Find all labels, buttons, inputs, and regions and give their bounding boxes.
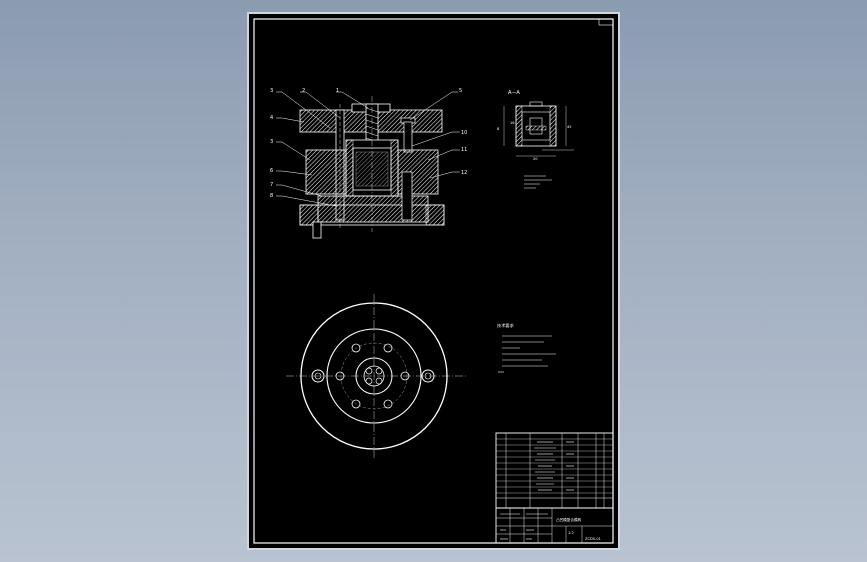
part-label-2: 2	[302, 88, 305, 94]
detail-note	[524, 175, 552, 189]
part-label-3: 3	[270, 88, 273, 94]
part-label-12: 12	[461, 170, 467, 176]
detail-title: A—A	[508, 90, 520, 96]
sheet-inner-frame	[253, 18, 614, 544]
plan-view	[286, 294, 466, 460]
part-detail-view: A—A 8 45 20 16	[497, 90, 574, 161]
title-block-scale: 1:2	[568, 531, 574, 535]
part-labels: 3 2 1 5 4 10 3 11 6 12 7 8	[270, 88, 467, 199]
part-label-7: 7	[270, 182, 273, 188]
part-label-1: 1	[336, 88, 339, 94]
title-block	[495, 432, 614, 544]
part-label-5: 5	[459, 88, 462, 94]
part-label-10: 10	[461, 130, 467, 136]
part-label-4: 4	[270, 115, 273, 121]
detail-dim-2: 45	[567, 125, 572, 129]
technical-notes: 技术要求	[497, 322, 556, 373]
title-block-drawing-no: ZCDS-01	[585, 537, 601, 541]
title-block-drawing-title: 凸凹模复合模具	[556, 517, 582, 522]
part-leaders	[276, 91, 460, 207]
title-block-text: 1:2 凸凹模复合模具 ZCDS-01	[556, 517, 601, 541]
part-label-8: 8	[270, 193, 273, 199]
detail-dim-4: 16	[510, 121, 515, 125]
notes-heading: 技术要求	[497, 322, 515, 329]
part-label-3b: 3	[270, 139, 273, 145]
sheet-corner-tab	[598, 18, 614, 26]
detail-dim-1: 8	[497, 127, 500, 131]
detail-dim-3: 20	[533, 157, 538, 161]
section-view	[299, 96, 445, 239]
sheet-outer-border	[247, 12, 620, 550]
part-label-6: 6	[270, 168, 273, 174]
part-label-11: 11	[461, 147, 467, 153]
